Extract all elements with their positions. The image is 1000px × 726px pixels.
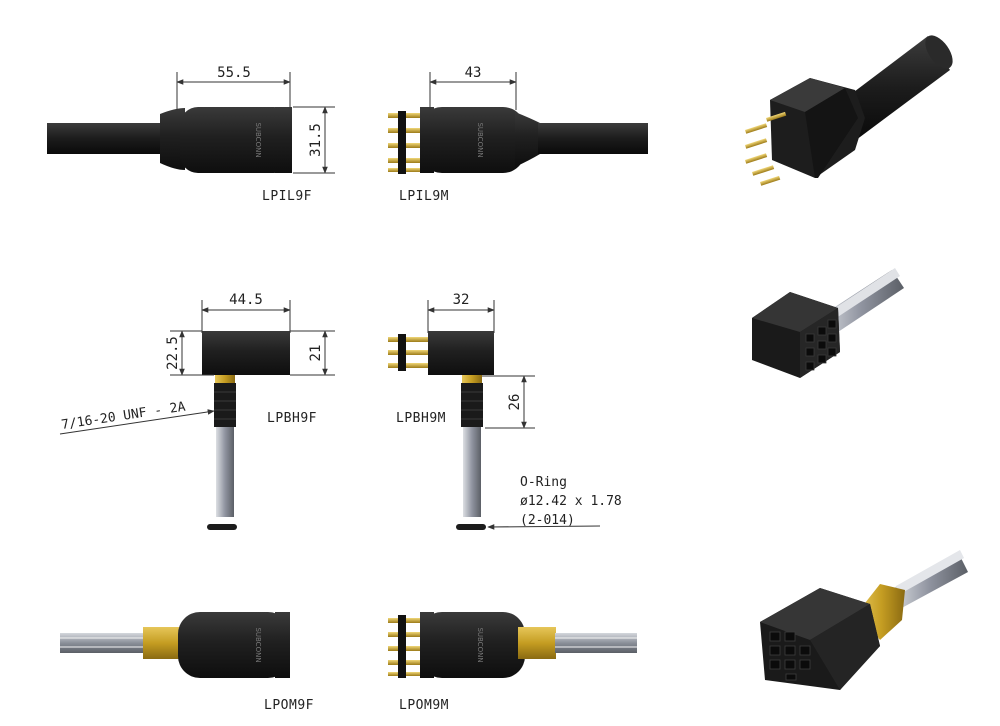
- lpil9m-pins: [388, 111, 424, 174]
- lpbh9f-cable: [216, 427, 234, 517]
- lpbh9f-brass-collar: [215, 375, 235, 383]
- lpom9f-body: [178, 612, 290, 678]
- lpbh9f-height-left-dimension: [170, 330, 214, 376]
- lpil9f-label: LPIL9F: [262, 189, 312, 204]
- lpbh9m-width-dimension: [427, 300, 495, 333]
- lpil9f-body: [180, 107, 292, 173]
- lpom9m-body: [420, 612, 525, 678]
- lpil9f-cable: [47, 123, 165, 154]
- lpbh9f-height-left-value: 22.5: [165, 336, 181, 370]
- lpom9f-label: LPOM9F: [264, 698, 314, 713]
- lpil9f-width-dimension: [176, 72, 291, 110]
- lpbh9m-oring: [456, 524, 486, 530]
- lpbh9m-brass-collar: [462, 375, 482, 383]
- lpil9m-drawing: SUBCONN 43 LPIL9M: [388, 65, 648, 204]
- lpbh9f-height-right-dimension: [290, 330, 335, 376]
- oring-leader-line: [487, 524, 601, 530]
- lpbh9f-height-right-value: 21: [308, 345, 324, 362]
- lpom9m-brass-collar: [518, 627, 556, 659]
- lpil9m-cable: [538, 123, 648, 154]
- lpbh9m-drawing: 32 26 LPBH9M O-Ring ø12.42 x 1.78 (2-014…: [388, 292, 622, 530]
- lpbh9f-drawing: 44.5 22.5 21 7/16-20 UNF - 2A LPBH9F: [59, 292, 335, 530]
- lpil9m-3d-pins: [744, 111, 787, 186]
- lpom9f-brand: SUBCONN: [254, 627, 262, 662]
- lpil9m-body: [420, 107, 525, 173]
- lpbh9m-thread: [461, 383, 483, 427]
- lpbh9f-width-value: 44.5: [229, 292, 263, 308]
- lpil9f-brand: SUBCONN: [254, 122, 262, 157]
- lpbh9f-3d-view: [752, 268, 904, 378]
- thread-callout: 7/16-20 UNF - 2A: [60, 400, 186, 433]
- lpbh9f-thread: [214, 383, 236, 427]
- lpil9m-3d-view: [744, 35, 953, 186]
- lpbh9m-body: [428, 331, 494, 375]
- lpom9f-drawing: SUBCONN LPOM9F: [60, 612, 314, 713]
- lpbh9f-oring: [207, 524, 237, 530]
- lpil9m-label: LPIL9M: [399, 189, 449, 204]
- lpbh9m-cable: [463, 427, 481, 517]
- lpom9m-pins: [388, 615, 428, 678]
- lpom9m-label: LPOM9M: [399, 698, 449, 713]
- lpom9m-cable: [555, 633, 637, 653]
- lpbh9m-height-value: 26: [507, 394, 523, 411]
- lpbh9m-label: LPBH9M: [396, 411, 446, 426]
- lpil9m-overmold: [515, 112, 540, 167]
- thread-leader-line: [59, 409, 215, 435]
- lpbh9m-height-dimension: [482, 375, 535, 429]
- oring-code: (2-014): [520, 513, 575, 528]
- lpil9m-brand: SUBCONN: [476, 122, 484, 157]
- lpom9f-cable: [60, 633, 145, 653]
- lpom9f-brass-collar: [143, 627, 183, 659]
- lpbh9f-width-dimension: [201, 300, 291, 333]
- lpil9f-overmold: [160, 108, 185, 170]
- lpil9f-height-dimension: [293, 106, 335, 174]
- lpil9f-height-value: 31.5: [308, 123, 324, 157]
- lpil9m-width-dimension: [429, 72, 517, 110]
- lpbh9m-pins: [388, 334, 430, 371]
- lpbh9f-3d-sockets: [805, 319, 837, 371]
- lpil9f-drawing: SUBCONN 55.5 31.5 LPIL9F: [47, 65, 335, 204]
- lpbh9f-body: [202, 331, 290, 375]
- lpil9m-width-value: 43: [465, 65, 482, 81]
- lpil9f-width-value: 55.5: [217, 65, 251, 81]
- lpom9f-3d-view: [760, 550, 968, 690]
- oring-size: ø12.42 x 1.78: [520, 494, 622, 509]
- lpbh9m-width-value: 32: [453, 292, 470, 308]
- oring-title: O-Ring: [520, 475, 567, 490]
- lpbh9f-label: LPBH9F: [267, 411, 317, 426]
- lpom9f-3d-sockets: [769, 631, 811, 681]
- lpom9m-drawing: SUBCONN LPOM9M: [388, 612, 637, 713]
- lpom9m-brand: SUBCONN: [476, 627, 484, 662]
